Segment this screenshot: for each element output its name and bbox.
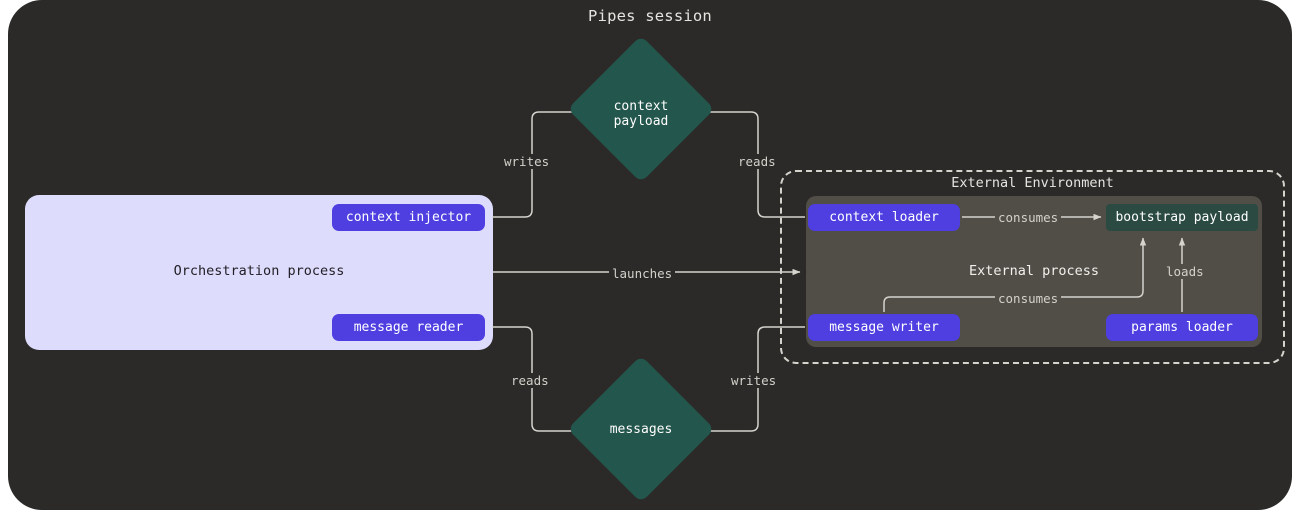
node-message-writer[interactable]: message writer	[808, 314, 960, 341]
orchestration-process-label: Orchestration process	[173, 263, 345, 279]
node-context-injector[interactable]: context injector	[332, 204, 485, 231]
external-environment-container	[780, 170, 1285, 364]
node-context-loader[interactable]: context loader	[808, 204, 960, 231]
edge-label-consumes-context-loader: consumes	[995, 210, 1062, 225]
edge-label-reads-messages: reads	[508, 373, 552, 388]
diagram-title: Pipes session	[588, 7, 712, 25]
node-bootstrap-payload[interactable]: bootstrap payload	[1106, 204, 1258, 231]
external-process-label: External process	[968, 263, 1100, 279]
edge-label-consumes-message-writer: consumes	[995, 291, 1062, 306]
edge-label-loads: loads	[1163, 264, 1207, 279]
edge-label-writes-messages: writes	[728, 373, 780, 388]
edge-label-writes-context: writes	[501, 154, 553, 169]
node-context-payload-label: context payload	[613, 99, 669, 129]
external-environment-label: External Environment	[951, 175, 1114, 191]
node-params-loader[interactable]: params loader	[1106, 314, 1258, 341]
edge-label-reads-context: reads	[735, 154, 779, 169]
node-message-reader[interactable]: message reader	[332, 314, 485, 341]
edge-label-launches: launches	[609, 266, 676, 281]
node-messages-label: messages	[609, 422, 673, 437]
